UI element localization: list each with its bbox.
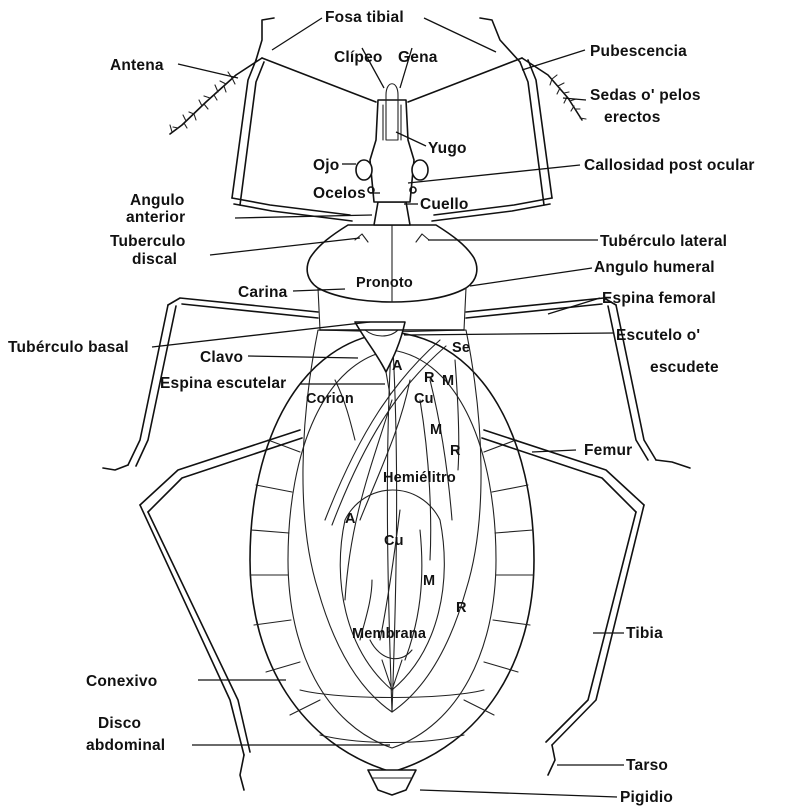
label-espina-femoral: Espina femoral (602, 290, 716, 307)
head (370, 100, 414, 202)
label-se: Se (452, 340, 470, 356)
label-angulo-line2: anterior (126, 209, 185, 226)
label-hemielitro: Hemiélitro (383, 470, 456, 486)
right-hemelytron (392, 330, 481, 712)
label-cuello: Cuello (420, 196, 469, 213)
label-ojo: Ojo (313, 157, 339, 174)
label-tibia: Tibia (626, 625, 663, 642)
label-clipeo: Clípeo (334, 49, 383, 66)
label-tarso: Tarso (626, 757, 668, 774)
label-membrana: Membrana (352, 626, 427, 642)
label-escutelo-line1: Escutelo o' (616, 327, 700, 344)
label-pronoto: Pronoto (356, 275, 413, 291)
label-clavo: Clavo (200, 349, 243, 366)
label-tuberculo-line1: Tuberculo (110, 233, 186, 250)
label-antena: Antena (110, 57, 164, 74)
label-femur: Femur (584, 442, 632, 459)
label-disco-line1: Disco (98, 715, 141, 732)
label-yugo: Yugo (428, 140, 467, 157)
label-conexivo: Conexivo (86, 673, 157, 690)
neck (374, 202, 410, 225)
label-sedas-line1: Sedas o' pelos (590, 87, 701, 104)
label-vein-a-low: A (345, 511, 356, 527)
label-callosidad: Callosidad post ocular (584, 157, 755, 174)
label-gena: Gena (398, 49, 438, 66)
label-vein-a-top: A (392, 358, 403, 374)
label-tuberculo-line2: discal (132, 251, 177, 268)
label-corion: Corion (306, 391, 354, 407)
label-vein-m-top: M (442, 373, 454, 389)
label-angulo-line1: Angulo (130, 192, 185, 209)
label-disco-line2: abdominal (86, 737, 165, 754)
label-pubescencia: Pubescencia (590, 43, 687, 60)
eye-left (356, 160, 372, 180)
label-ocelos: Ocelos (313, 185, 366, 202)
antennae (170, 58, 582, 134)
eye-right (412, 160, 428, 180)
label-carina: Carina (238, 284, 288, 301)
label-sedas-line2: erectos (604, 109, 661, 126)
label-escutelo-line2: escudete (650, 359, 719, 376)
label-vein-r-low: R (456, 600, 467, 616)
pygidium (368, 770, 416, 795)
label-pigidio: Pigidio (620, 789, 673, 806)
label-fosa-tibial: Fosa tibial (325, 9, 404, 26)
label-tuberculo-lateral: Tubérculo lateral (600, 233, 727, 250)
label-angulo-humeral: Angulo humeral (594, 259, 715, 276)
label-vein-m-low: M (423, 573, 435, 589)
label-vein-cu-low: Cu (384, 533, 404, 549)
label-tuberculo-basal: Tubérculo basal (8, 339, 129, 356)
label-espina-escutelar: Espina escutelar (160, 375, 286, 392)
label-vein-cu-top: Cu (414, 391, 434, 407)
insect-body (103, 18, 690, 795)
label-vein-m-mid: M (430, 422, 442, 438)
label-vein-r-mid: R (450, 443, 461, 459)
label-vein-r-top: R (424, 370, 435, 386)
